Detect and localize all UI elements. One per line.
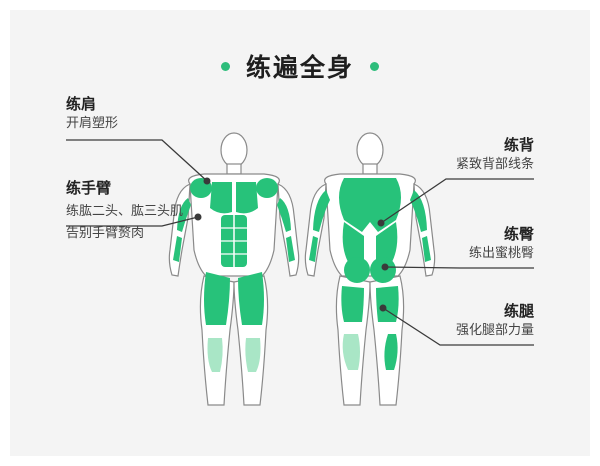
front-forearm-left (173, 236, 182, 262)
back-forearm-left (309, 236, 318, 262)
title-dot-right-icon (370, 61, 380, 71)
label-back-desc: 紧致背部线条 (455, 157, 534, 172)
label-arm-desc-1: 练肱二头、肱三头肌 (66, 204, 184, 219)
label-glute-heading: 练臀 (503, 225, 534, 243)
label-glute: 练臀 练出蜜桃臀 (469, 224, 534, 263)
label-shoulder: 练肩 开肩塑形 (66, 94, 118, 133)
label-back-heading: 练背 (503, 136, 534, 154)
label-leg-desc: 强化腿部力量 (455, 323, 534, 338)
leader-shoulder (66, 139, 208, 182)
background-card (10, 10, 590, 456)
front-forearm-right (286, 236, 295, 262)
back-lower-right (376, 222, 398, 266)
back-hamstring-right (376, 286, 399, 322)
back-tricep-left (313, 190, 330, 232)
label-shoulder-heading: 练肩 (66, 95, 97, 113)
leader-dots (194, 177, 389, 312)
label-glute-desc: 练出蜜桃臀 (468, 246, 534, 261)
leader-arm (66, 216, 199, 227)
back-upper (339, 178, 401, 232)
label-leg: 练腿 强化腿部力量 (456, 301, 534, 340)
label-leg-heading: 练腿 (503, 302, 534, 320)
front-bicep-left (177, 198, 191, 232)
back-figure (304, 132, 436, 406)
label-back: 练背 紧致背部线条 (456, 135, 534, 174)
title-dot-left-icon (220, 61, 230, 71)
back-forearm-right (422, 236, 431, 262)
label-shoulder-desc: 开肩塑形 (66, 116, 119, 131)
front-shin-left (207, 338, 223, 372)
front-shin-right (245, 338, 261, 372)
back-hamstring-left (341, 286, 364, 322)
leader-back (380, 178, 534, 224)
page-title: 练遍全身 (245, 53, 354, 82)
front-bicep-right (277, 198, 291, 232)
label-arm-heading: 练手臂 (66, 179, 112, 197)
back-lower-left (342, 222, 364, 266)
back-glute-right (370, 257, 396, 283)
front-thigh-right (238, 272, 264, 325)
header: 练遍全身 (0, 48, 600, 84)
front-chest-right (236, 182, 258, 214)
back-calf-left (342, 334, 360, 370)
front-chest-left (210, 182, 232, 214)
back-calf-right (384, 334, 398, 370)
label-arm-desc-2: 告别手臂赘肉 (66, 226, 145, 241)
label-arm: 练手臂 练肱二头、肱三头肌 告别手臂赘肉 (66, 178, 183, 243)
leader-leg (382, 307, 534, 346)
back-glute-left (344, 257, 370, 283)
leader-lines (66, 139, 534, 346)
front-shoulder-right (256, 178, 278, 198)
front-thigh-left (204, 272, 230, 325)
front-figure (168, 132, 300, 406)
leader-glute (384, 266, 534, 269)
